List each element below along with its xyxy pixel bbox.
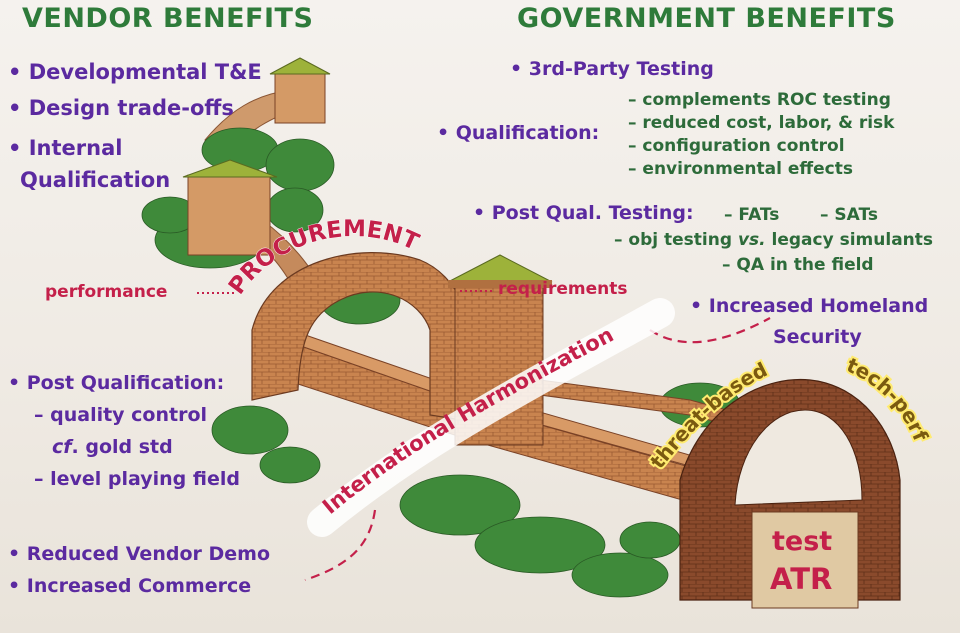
- requirements-label: requirements: [498, 279, 628, 299]
- vendor-reduced-demo: • Reduced Vendor Demo: [8, 543, 270, 565]
- gov-qual-complements: – complements ROC testing: [628, 90, 891, 110]
- harmonization-dash-bottom: [304, 509, 377, 582]
- gov-qa-field: – QA in the field: [722, 255, 874, 275]
- vendor-post-qual-goldstd: cf. gold std: [52, 436, 173, 458]
- gov-qual-environmental: – environmental effects: [628, 159, 853, 179]
- government-benefits-heading: GOVERNMENT BENEFITS: [517, 3, 896, 34]
- top-tower: [269, 57, 331, 124]
- vendor-item-developmental: • Developmental T&E: [8, 60, 262, 84]
- gov-homeland-2: Security: [773, 326, 862, 348]
- vendor-item-internal: • Internal: [8, 136, 123, 160]
- foliage: [141, 127, 741, 598]
- gov-obj-testing: – obj testing vs. legacy simulants: [614, 230, 934, 250]
- gov-third-party-testing: • 3rd-Party Testing: [510, 58, 714, 80]
- gov-homeland-1: • Increased Homeland: [690, 295, 929, 317]
- test-atr-arch: [679, 378, 901, 609]
- homeland-dash: [649, 317, 771, 344]
- vendor-item-design: • Design trade-offs: [8, 96, 234, 120]
- vendor-benefits-heading: VENDOR BENEFITS: [22, 3, 314, 34]
- vendor-item-qualification: Qualification: [20, 168, 171, 192]
- atr-label: ATR: [770, 562, 833, 596]
- gov-post-qual-label: • Post Qual. Testing:: [473, 202, 694, 224]
- vendor-increased-commerce: • Increased Commerce: [8, 575, 252, 597]
- gov-sats: – SATs: [820, 205, 878, 225]
- gov-fats: – FATs: [724, 205, 780, 225]
- middle-tower: [182, 159, 278, 256]
- test-label: test: [772, 526, 833, 557]
- vendor-post-qual-playing-field: – level playing field: [34, 468, 240, 490]
- gov-qual-configuration: – configuration control: [628, 136, 845, 156]
- gov-qual-reduced-cost: – reduced cost, labor, & risk: [628, 113, 895, 133]
- performance-label: performance: [45, 282, 168, 302]
- vendor-post-qual-quality: – quality control: [34, 404, 208, 426]
- vendor-post-qual-title: • Post Qualification:: [8, 372, 225, 394]
- gov-qualification-label: • Qualification:: [437, 122, 600, 144]
